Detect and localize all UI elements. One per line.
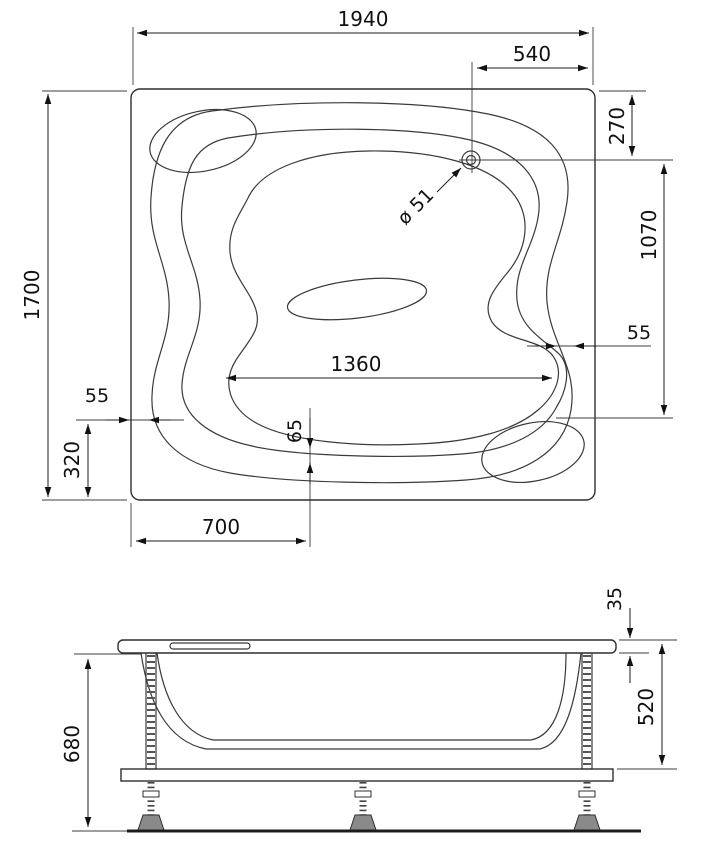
drain-diameter-callout: ø 51: [393, 167, 462, 229]
basin-contour: [228, 150, 560, 446]
elevation-view: 35 520 680: [60, 587, 677, 833]
headrest-pad-top-left: [149, 108, 257, 174]
basin-length-label: 1360: [331, 352, 382, 376]
dim-rim-width-left: 55: [76, 385, 184, 424]
dim-drain-offset-top: 270: [599, 90, 646, 156]
foot-center: [349, 782, 377, 831]
basin-rim-gap-label: 65: [284, 419, 306, 443]
rim-contour-outer: [150, 102, 573, 484]
foot-left: [137, 782, 165, 831]
drain: [459, 62, 673, 173]
base-board: [120, 768, 614, 782]
overall-length-label: 1700: [20, 270, 44, 321]
dim-overall-width: 1940: [132, 7, 594, 85]
rim-width-right-label: 55: [627, 322, 651, 344]
support-strut-left: [145, 652, 157, 770]
support-strut-right: [581, 652, 593, 770]
drain-offset-right-label: 540: [513, 42, 551, 66]
dim-overall-length: 1700: [20, 90, 127, 501]
headrest-pad-bottom-right: [481, 421, 585, 483]
tub-outer-rect: [130, 88, 596, 501]
dim-corner-offset: 320: [60, 424, 92, 497]
drain-offset-top-label: 270: [605, 107, 629, 145]
headrest-profile: [169, 642, 251, 650]
basin-offset-left-label: 700: [202, 515, 240, 539]
drain-to-basin-end-label: 1070: [637, 210, 661, 261]
overall-width-label: 1940: [338, 7, 389, 31]
foot-right: [573, 782, 601, 831]
dim-drain-offset-right: 540: [477, 42, 588, 72]
dim-rim-width-right: 55: [527, 322, 651, 350]
dim-body-height: 520: [617, 644, 677, 770]
dim-basin-rim-gap: 65: [284, 408, 314, 547]
dim-overall-height: 680: [60, 653, 142, 827]
shell-inner-line: [156, 652, 567, 741]
plan-view: 1940 540 270 1070 1700 1360: [20, 7, 673, 547]
center-ellipse: [286, 277, 428, 321]
rim-contour-middle: [180, 128, 568, 457]
corner-offset-label: 320: [60, 441, 84, 479]
body-height-label: 520: [634, 688, 658, 726]
dim-basin-length: 1360: [226, 352, 552, 382]
dim-basin-offset-left: 700: [130, 503, 306, 547]
shell-outer-line: [140, 652, 582, 750]
overall-height-label: 680: [60, 725, 84, 763]
rim-thickness-label: 35: [604, 587, 626, 611]
rim-width-left-label: 55: [85, 385, 109, 407]
dim-rim-thickness: 35: [604, 587, 677, 683]
rim-profile: [117, 639, 617, 654]
drain-diameter-label: ø 51: [393, 184, 438, 229]
dim-drain-to-basin-end: 1070: [556, 164, 673, 419]
